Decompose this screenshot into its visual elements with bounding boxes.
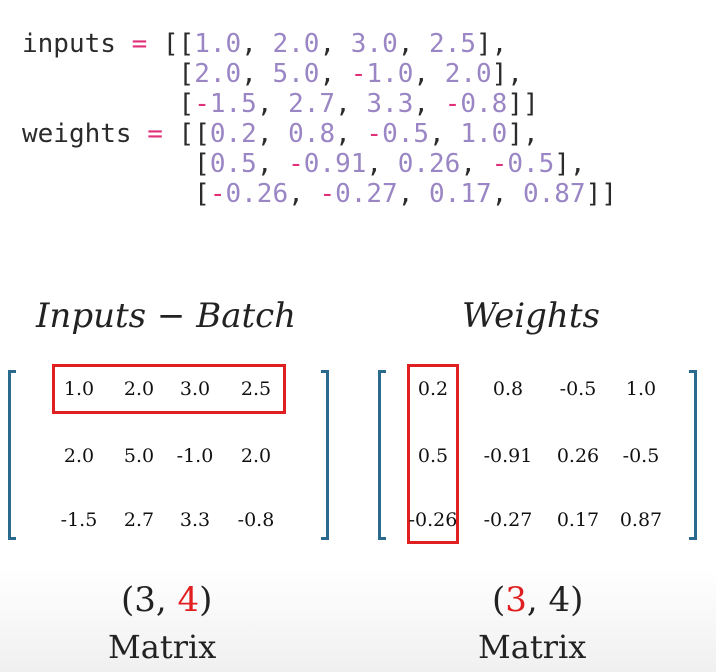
inputs-shape-open: (3, xyxy=(121,580,178,620)
background-band xyxy=(0,568,716,672)
weights-matrix-cell: 0.87 xyxy=(619,509,663,531)
inputs-code-value: 3.0 xyxy=(350,29,398,59)
weights-code-line: [0.5, -0.91, 0.26, -0.5], xyxy=(22,149,586,179)
inputs-matrix-cell: 3.0 xyxy=(179,378,211,400)
weights-code-value: -0.5 xyxy=(366,119,430,149)
weights-panel-title: Weights xyxy=(462,296,600,336)
inputs-matrix-cell: -1.0 xyxy=(176,445,214,467)
weights-matrix-cell: -0.26 xyxy=(408,509,458,531)
inputs-code-value: 5.0 xyxy=(272,59,320,89)
inputs-code-value: 2.7 xyxy=(288,89,336,119)
inputs-matrix-cell: 2.0 xyxy=(63,445,95,467)
inputs-code-value: 2.0 xyxy=(444,59,492,89)
inputs-var-name: inputs xyxy=(22,29,116,59)
inputs-code-line: [2.0, 5.0, -1.0, 2.0], xyxy=(22,59,523,89)
weights-code-value: -0.26 xyxy=(209,179,289,209)
inputs-panel-title: Inputs − Batch xyxy=(36,296,297,336)
inputs-code-value: 2.0 xyxy=(194,59,242,89)
code-block: inputs = [[1.0, 2.0, 3.0, 2.5], [2.0, 5.… xyxy=(22,29,617,209)
weights-code-value: -0.91 xyxy=(288,149,367,179)
weights-matrix-cell: 1.0 xyxy=(625,378,657,400)
weights-matrix-cell: 0.5 xyxy=(417,445,449,467)
weights-code-value: 0.87 xyxy=(522,179,586,209)
inputs-shape-close: ) xyxy=(199,580,213,620)
inputs-matrix-label: Matrix xyxy=(108,628,217,666)
inputs-code-value: 1.0 xyxy=(194,29,242,59)
inputs-matrix-cell: 2.0 xyxy=(240,445,272,467)
assign-operator: = xyxy=(131,29,148,59)
inputs-shape-label: (3, 4) xyxy=(121,580,212,620)
weights-code-line: weights = [[0.2, 0.8, -0.5, 1.0], xyxy=(22,119,539,149)
weights-code-value: 0.5 xyxy=(209,149,257,179)
weights-code-value: 1.0 xyxy=(460,119,508,149)
weights-matrix-cell: 0.2 xyxy=(417,378,449,400)
inputs-matrix-cell: 2.0 xyxy=(123,378,155,400)
inputs-code-value: -0.8 xyxy=(444,89,508,119)
inputs-code-line: [-1.5, 2.7, 3.3, -0.8]] xyxy=(22,89,539,119)
inputs-code-value: -1.5 xyxy=(194,89,257,119)
inputs-matrix-cell: 5.0 xyxy=(123,445,155,467)
weights-matrix-cell: -0.27 xyxy=(483,509,533,531)
weights-code-value: 0.8 xyxy=(288,119,336,149)
inputs-matrix-cell: 1.0 xyxy=(63,378,95,400)
inputs-code-value: -1.0 xyxy=(350,59,414,89)
inputs-shape-highlight: 4 xyxy=(177,580,200,620)
weights-shape-label: (3, 4) xyxy=(492,580,583,620)
inputs-code-value: 2.0 xyxy=(272,29,320,59)
weights-shape-highlight: 3 xyxy=(505,580,527,620)
weights-code-value: -0.27 xyxy=(319,179,398,209)
weights-code-value: 0.26 xyxy=(397,149,461,179)
weights-matrix-cell: 0.8 xyxy=(492,378,524,400)
inputs-matrix-cell: 3.3 xyxy=(179,509,211,531)
weights-column-highlight xyxy=(407,364,459,544)
inputs-matrix-cell: -1.5 xyxy=(60,509,98,531)
weights-matrix-cell: 0.26 xyxy=(556,445,600,467)
inputs-matrix-cell: 2.5 xyxy=(240,378,272,400)
inputs-code-line: inputs = [[1.0, 2.0, 3.0, 2.5], xyxy=(22,29,508,59)
inputs-matrix-cell: 2.7 xyxy=(123,509,155,531)
weights-matrix-cell: 0.17 xyxy=(556,509,600,531)
inputs-row-highlight xyxy=(52,364,286,414)
weights-matrix-cell: -0.5 xyxy=(559,378,597,400)
weights-shape-open: ( xyxy=(492,580,506,620)
weights-shape-close: , 4) xyxy=(526,580,584,620)
weights-code-line: [-0.26, -0.27, 0.17, 0.87]] xyxy=(22,179,617,209)
weights-matrix-cell: -0.5 xyxy=(622,445,660,467)
assign-operator: = xyxy=(147,119,163,149)
weights-matrix-cell: -0.91 xyxy=(483,445,533,467)
inputs-code-value: 2.5 xyxy=(429,29,477,59)
weights-left-bracket xyxy=(378,370,386,540)
inputs-code-value: 3.3 xyxy=(366,89,414,119)
inputs-left-bracket xyxy=(8,370,16,540)
weights-matrix-label: Matrix xyxy=(478,628,587,666)
inputs-matrix-cell: -0.8 xyxy=(237,509,275,531)
inputs-right-bracket xyxy=(321,370,329,540)
weights-right-bracket xyxy=(689,370,697,540)
weights-code-value: 0.17 xyxy=(429,179,492,209)
weights-var-name: weights xyxy=(22,119,132,149)
weights-code-value: -0.5 xyxy=(491,149,555,179)
weights-code-value: 0.2 xyxy=(209,119,257,149)
